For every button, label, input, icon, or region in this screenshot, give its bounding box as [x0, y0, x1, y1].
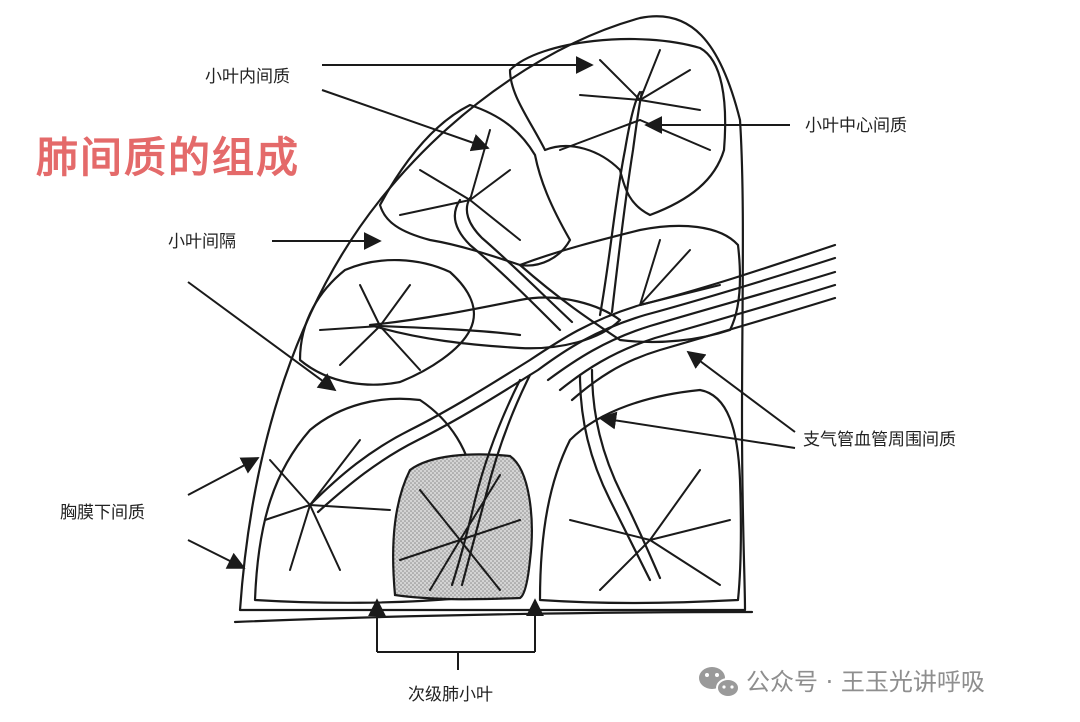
- label-interlobular-septum: 小叶间隔: [168, 232, 236, 252]
- bronchovascular-bundle: [308, 90, 837, 587]
- interlobular-septa: [253, 37, 742, 605]
- watermark: 公众号 · 王玉光讲呼吸: [699, 667, 985, 698]
- arrow-intralobular-2: [321, 89, 490, 152]
- arrow-subpleural-1: [187, 457, 260, 496]
- arrow-interlobular-septum-2: [187, 281, 337, 392]
- label-secondary-lobule: 次级肺小叶: [408, 685, 493, 705]
- watermark-text: 公众号 · 王玉光讲呼吸: [746, 668, 985, 696]
- label-centrilobular: 小叶中心间质: [805, 116, 907, 136]
- arrow-peribronchovascular-1: [686, 350, 796, 433]
- wechat-icon: [699, 667, 740, 698]
- diagram-title: 肺间质的组成: [36, 133, 300, 182]
- label-intralobular: 小叶内间质: [205, 67, 290, 87]
- pleura-base: [233, 610, 754, 624]
- arrow-peribronchovascular-2: [598, 411, 796, 449]
- intralobular-spokes: [264, 49, 731, 591]
- secondary-lobule-shaded: [392, 453, 533, 601]
- arrow-subpleural-2: [187, 539, 246, 569]
- label-subpleural: 胸膜下间质: [60, 503, 145, 523]
- secondary-lobule-bracket: [368, 598, 544, 670]
- label-peribronchovascular: 支气管血管周围间质: [803, 430, 956, 450]
